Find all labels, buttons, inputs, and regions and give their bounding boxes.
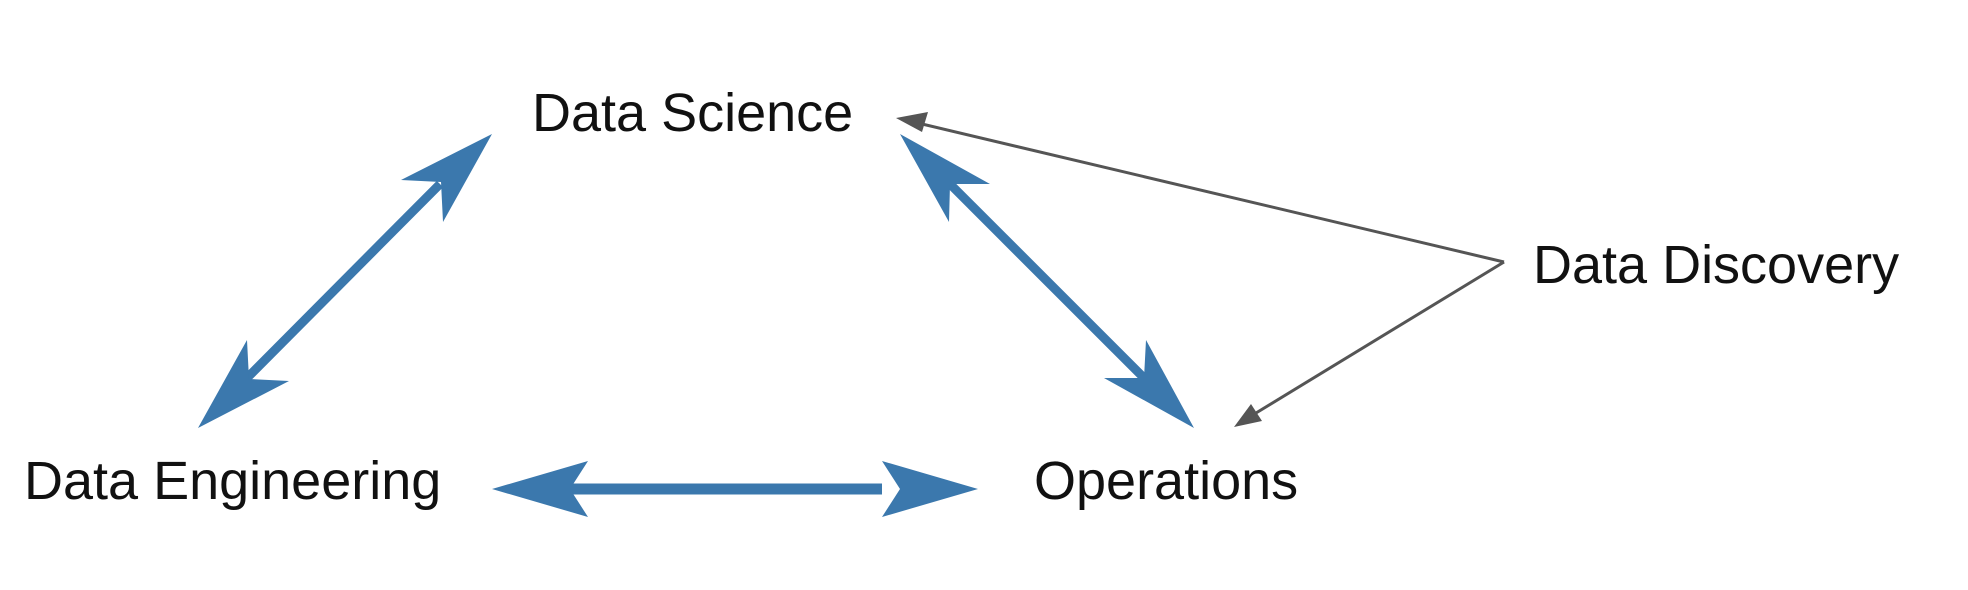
edge-science-operations <box>900 134 1194 428</box>
edge-discovery-operations <box>1234 260 1505 427</box>
edge-engineering-operations <box>492 461 978 517</box>
edge-engineering-science <box>198 134 492 428</box>
node-data-science: Data Science <box>532 83 853 143</box>
node-operations: Operations <box>1034 451 1298 511</box>
edge-discovery-science <box>896 112 1505 264</box>
node-data-engineering: Data Engineering <box>24 451 441 511</box>
node-data-discovery: Data Discovery <box>1533 235 1899 295</box>
